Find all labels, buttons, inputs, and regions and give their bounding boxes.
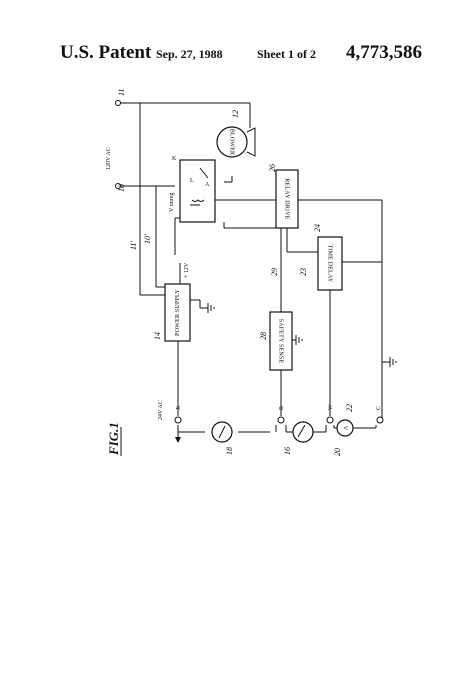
thermostat-element-18: [211, 421, 233, 443]
blower-motor: BLOWER: [216, 126, 256, 158]
ref-14: 14: [153, 332, 162, 340]
arrow-marker: [175, 437, 181, 443]
ref-12: 12: [231, 110, 240, 118]
time-delay-label: TIME DELAY: [327, 245, 333, 283]
safety-sense-label: SAFETY SENSE: [278, 319, 284, 364]
ref-10-prime: 10': [143, 234, 152, 244]
mains-120v-label: 120V AC: [106, 147, 112, 170]
relay: K A L: [172, 156, 216, 223]
safety-sense-box: SAFETY SENSE: [269, 311, 293, 371]
terminal-r-label: R: [279, 406, 285, 410]
figure-label: FIG.1: [106, 422, 122, 456]
relay-a-label: A: [205, 182, 210, 188]
ref-24: 24: [313, 224, 322, 232]
ref-16: 16: [283, 447, 292, 455]
ground-symbol: [200, 303, 215, 313]
ref-11: 11: [117, 89, 126, 96]
ref-22: 22: [345, 404, 354, 412]
blower-label: BLOWER: [229, 129, 235, 156]
power-supply-box: POWER SUPPLY: [164, 283, 191, 342]
patent-date: Sep. 27, 1988: [156, 47, 223, 61]
thermostat-switch-16: [292, 421, 314, 443]
terminal-c-label: C: [376, 406, 382, 410]
terminal-x-label: X: [176, 405, 182, 410]
terminal-w-label: W: [328, 404, 334, 410]
ref-10: 10: [117, 184, 126, 192]
power-supply-label: POWER SUPPLY: [175, 289, 181, 336]
ref-28: 28: [259, 332, 268, 340]
relay-l-label: L: [190, 178, 194, 184]
ground-symbol: [382, 357, 397, 367]
sheet-indicator: Sheet 1 of 2: [257, 47, 316, 61]
ref-20: 20: [333, 448, 342, 456]
time-delay-box: TIME DELAY: [317, 236, 343, 291]
ref-18: 18: [225, 447, 234, 455]
fig-1-label: FIG.1: [106, 422, 121, 456]
plus-12v-label: + 12V: [184, 262, 190, 278]
patent-header: U.S. Patent Sep. 27, 1988 Sheet 1 of 2 4…: [0, 42, 474, 72]
supply-24v-label: 24V AC: [158, 400, 164, 420]
relay-drive-label: RELAY DRIVE: [284, 178, 290, 219]
svg-text:V: V: [342, 426, 348, 431]
ref-23: 23: [299, 268, 308, 276]
valve-22: V: [336, 419, 354, 437]
reference-numerals: 11 10 10' 11' 12 14 16 18 20 22 23 24 26…: [117, 89, 354, 456]
ref-29: 29: [270, 268, 279, 276]
terminal-nodes: [115, 100, 384, 424]
patent-office-title: U.S. Patent: [60, 42, 152, 63]
ref-11-prime: 11': [129, 241, 138, 250]
relay-drive-box: RELAY DRIVE: [275, 169, 299, 229]
wiring: [118, 102, 383, 443]
terminal-labels: X R W C 24V AC 120V AC + 12V V unreg: [106, 147, 382, 420]
patent-number: 4,773,586: [346, 42, 422, 63]
vunreg-label: V unreg: [169, 193, 175, 212]
relay-k-label: K: [172, 156, 177, 162]
ref-26: 26: [268, 164, 277, 172]
